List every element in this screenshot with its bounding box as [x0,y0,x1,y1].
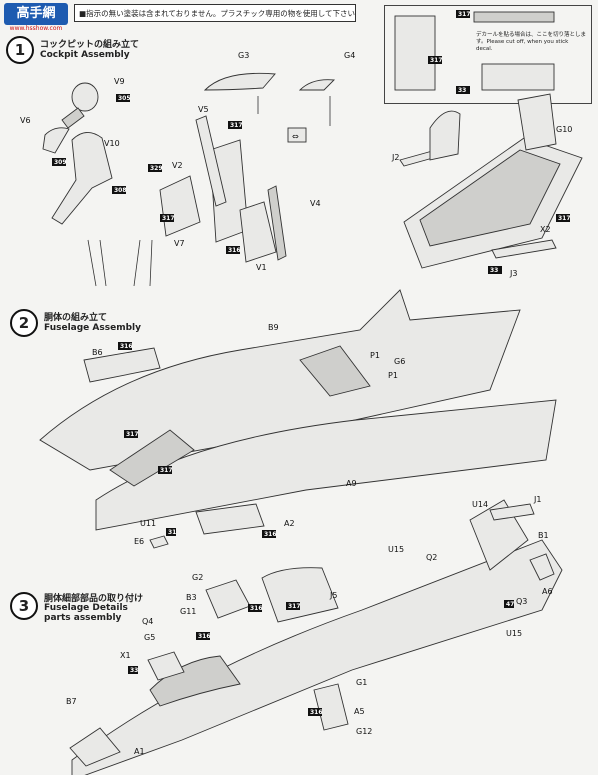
svg-text:317: 317 [126,431,139,438]
part-label: G10 [556,125,572,134]
fuselage-upper [39,289,521,471]
part-label: V9 [114,77,125,86]
part-label: G3 [238,51,249,60]
part-label: J1 [533,495,541,504]
part-label: J2 [391,153,399,162]
part-label: U15 [506,629,522,638]
fuselage-lower [95,399,557,549]
part-label: V4 [310,199,321,208]
svg-text:316: 316 [120,343,133,350]
svg-text:317: 317 [558,215,571,222]
part-label: J5 [329,591,337,600]
part-label: U15 [388,545,404,554]
step-2-number: 2 [10,309,38,337]
top-bar: 高手網 www.hsshow.com ■指示の無い塗装は含まれておりません。プラ… [0,0,598,32]
decal-cut-note: デカールを貼る場合は、ここを切り落とします。Please cut off, wh… [476,32,587,52]
svg-text:33: 33 [130,667,138,674]
decal-panel [384,5,592,104]
part-label: X1 [120,651,131,660]
part-label: A5 [354,707,365,716]
paint-notice: ■指示の無い塗装は含まれておりません。プラスチック専用の物を使用して下さい。 [74,4,356,22]
svg-text:305: 305 [118,95,131,102]
svg-text:316: 316 [264,531,277,538]
step-3-title-en: Fuselage Details parts assembly [44,603,128,623]
part-label: V1 [256,263,267,272]
part-label: U11 [140,519,156,528]
watermark-url: www.hsshow.com [9,25,63,32]
part-label: E6 [134,537,144,546]
step-1-number: 1 [6,36,34,64]
canopy-parts: ⇔ [203,72,335,143]
step-1-title-jp: コックピットの組み立て [40,40,140,50]
part-label: Q3 [516,597,527,606]
pilot-figure [42,82,113,225]
part-label: Q2 [426,553,437,562]
part-label: B3 [186,593,197,602]
part-label: B9 [268,323,279,332]
part-label: B1 [538,531,549,540]
svg-text:317: 317 [162,215,175,222]
part-label: V2 [172,161,183,170]
paint-code-boxes: 305 309 317 308 316 317 329 317 317 33 3… [52,10,571,716]
step-1-title-en: Cockpit Assembly [40,50,130,60]
part-label: A9 [346,479,357,488]
part-label: P1 [370,351,380,360]
part-label: G5 [144,633,155,642]
part-label: U14 [472,500,488,509]
console-parts [394,11,555,91]
watermark-logo: 高手網 [4,3,68,25]
part-label: V5 [198,105,209,114]
svg-text:317: 317 [160,467,173,474]
svg-text:47: 47 [506,601,514,608]
svg-text:316: 316 [310,709,323,716]
svg-text:33: 33 [458,87,466,94]
part-label: Q4 [142,617,153,626]
part-label: G6 [394,357,405,366]
part-label: V6 [20,116,31,125]
part-label: G4 [344,51,355,60]
part-label: G12 [356,727,372,736]
svg-text:317: 317 [288,603,301,610]
svg-text:317: 317 [430,57,443,64]
svg-text:317: 317 [458,11,471,18]
part-label: A1 [134,747,145,756]
svg-text:316: 316 [228,247,241,254]
part-label: V7 [174,239,185,248]
part-label: G1 [356,678,367,687]
svg-text:329: 329 [150,165,163,172]
part-label: J3 [509,269,517,278]
svg-text:316: 316 [250,605,263,612]
part-label: G2 [192,573,203,582]
svg-text:⇔: ⇔ [292,132,299,141]
part-label: V10 [104,139,120,148]
part-label: X2 [540,225,551,234]
step-3-number: 3 [10,592,38,620]
svg-text:33: 33 [490,267,498,274]
part-label: G11 [180,607,196,616]
step-3-title-jp: 胴体細部部品の取り付け [44,594,144,604]
part-label: B6 [92,348,103,357]
part-label: A6 [542,587,553,596]
svg-text:31: 31 [168,529,176,536]
part-label: P1 [388,371,398,380]
rod-parts [87,239,153,287]
svg-text:317: 317 [230,122,243,129]
svg-text:309: 309 [54,159,67,166]
aircraft-assembled [69,499,563,775]
svg-text:316: 316 [198,633,211,640]
step-2-title-jp: 胴体の組み立て [44,313,108,323]
part-label: B7 [66,697,77,706]
part-label: A2 [284,519,295,528]
tub-assembly [399,93,583,269]
svg-text:308: 308 [114,187,127,194]
step-2-title-en: Fuselage Assembly [44,323,141,333]
